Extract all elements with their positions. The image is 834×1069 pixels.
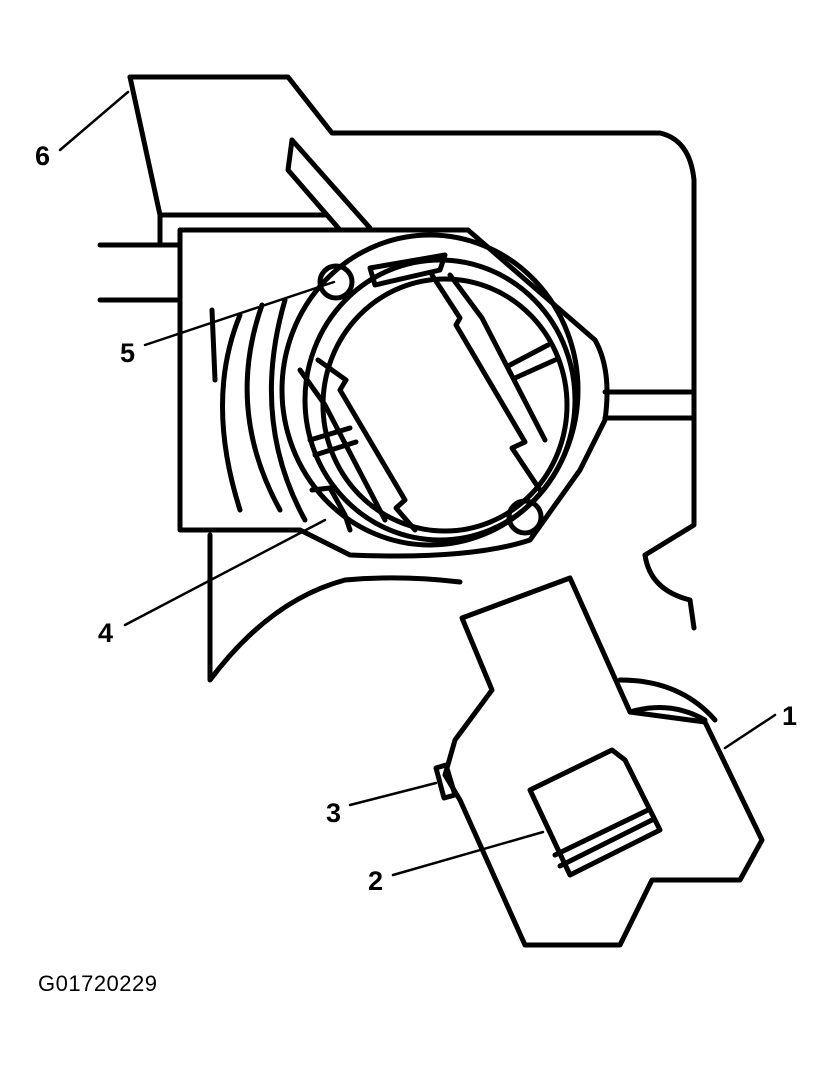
callout-labels: 6 5 4 1 3 2: [35, 141, 797, 896]
leader-line-4: [123, 518, 327, 627]
connector-block: [527, 747, 663, 878]
callout-5: 5: [120, 338, 135, 368]
callout-6: 6: [35, 141, 50, 171]
leader-line-6: [58, 90, 130, 152]
upper-housing: [97, 74, 697, 631]
leader-line-3: [348, 781, 438, 807]
switch-body: [433, 575, 765, 948]
leader-line-1: [723, 713, 777, 750]
callout-2: 2: [368, 866, 383, 896]
callout-4: 4: [98, 618, 113, 648]
outer-arcs: [207, 297, 463, 683]
figure-id: G01720229: [38, 971, 158, 996]
ring-assembly: [279, 232, 581, 548]
callout-3: 3: [326, 798, 341, 828]
callout-1: 1: [782, 701, 797, 731]
leader-lines: [58, 90, 777, 877]
leader-line-5: [143, 280, 336, 347]
leader-line-2: [391, 830, 545, 877]
mounting-plate: [177, 227, 610, 559]
